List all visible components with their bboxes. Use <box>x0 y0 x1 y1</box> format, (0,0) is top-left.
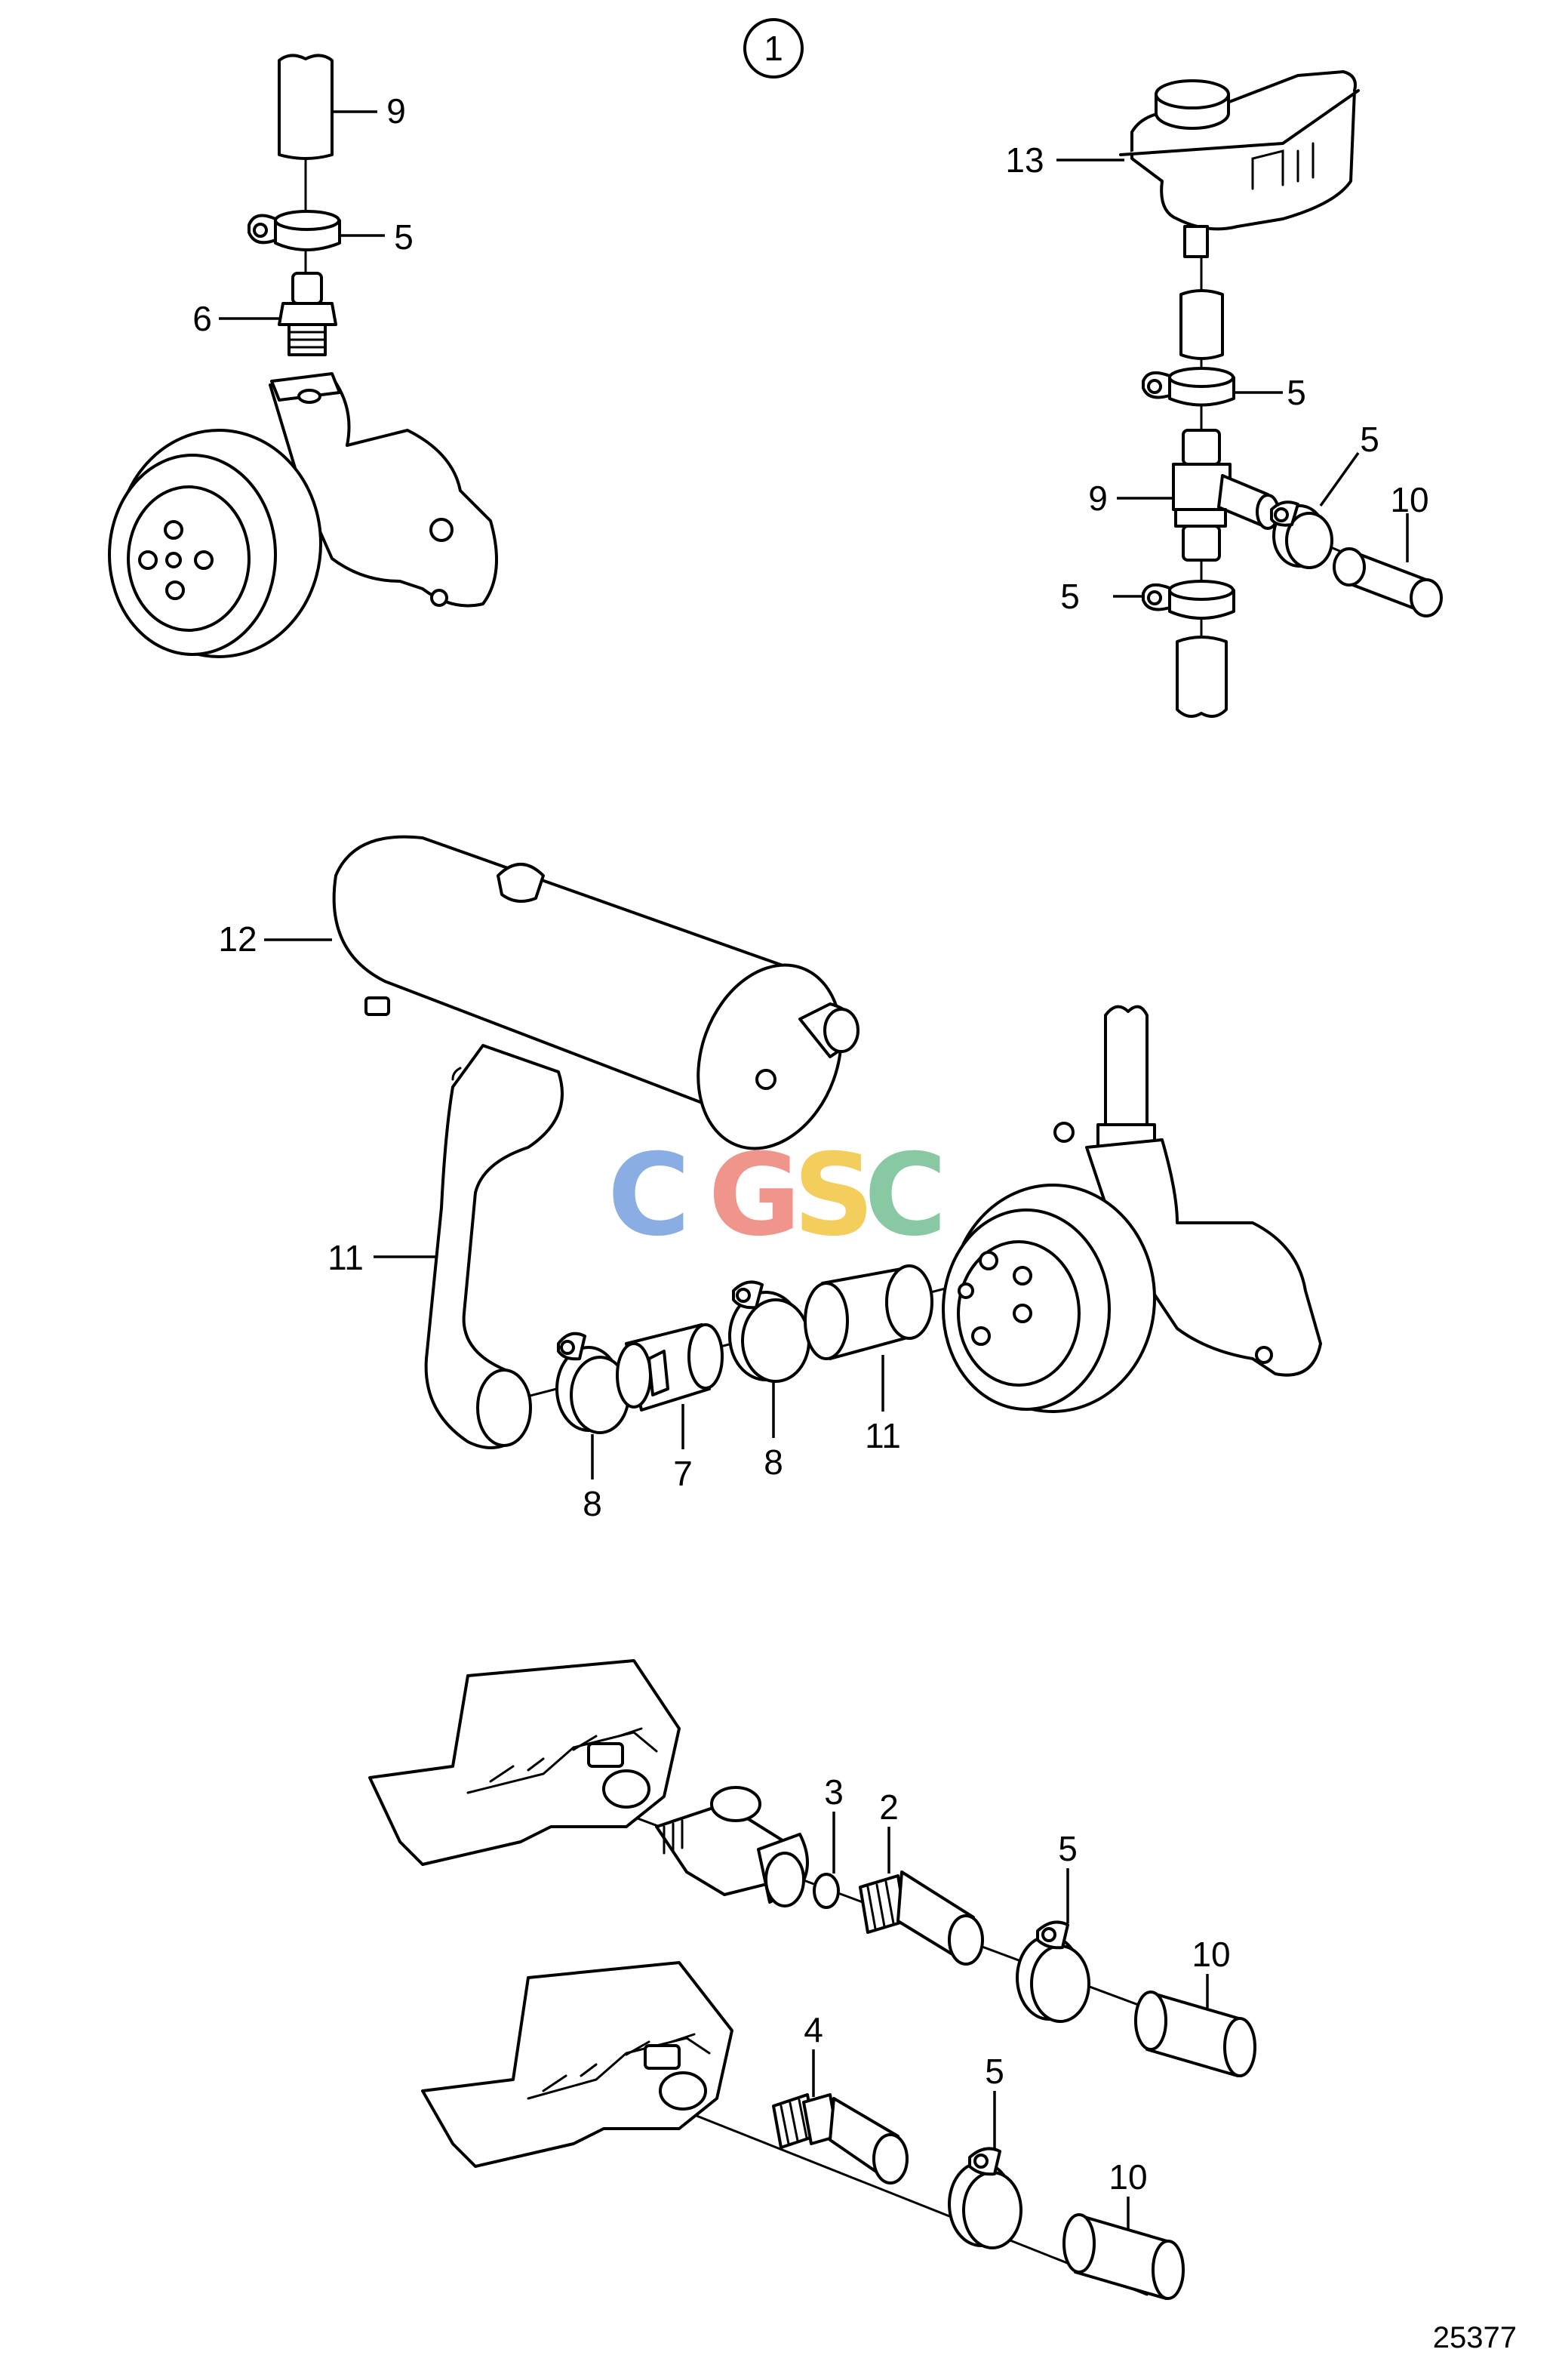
hose-10-bottom-lower <box>1062 2213 1185 2300</box>
callout-hose-10: 10 <box>1390 480 1428 519</box>
callout-short-hose-11: 11 <box>865 1416 901 1455</box>
hose-10-bottom-upper <box>1134 1991 1256 2077</box>
callout-clamp-5-upper: 5 <box>1287 373 1306 412</box>
tee-connector-9 <box>1172 429 1280 562</box>
callout-washer-3: 3 <box>824 1772 844 1812</box>
watermark-cgsc-logo: C G S C <box>607 1130 947 1261</box>
water-pump-housing-middle <box>942 1005 1322 1413</box>
engine-block-upper <box>368 1659 681 1866</box>
clamp-8-right <box>728 1280 810 1383</box>
callout-nipple-6: 6 <box>192 299 212 338</box>
short-hose-11 <box>804 1264 933 1360</box>
callout-hose-9: 9 <box>386 91 406 131</box>
group-top-left: 9 5 6 <box>108 54 498 658</box>
callout-clamp-5-side: 5 <box>1360 420 1379 459</box>
tee-fitting-bottom <box>655 1786 809 1907</box>
watermark-letter: S <box>793 1130 875 1261</box>
group-bottom-upper: 3 2 5 10 <box>368 1659 1256 2077</box>
clamp-5-lower-right <box>1142 580 1235 620</box>
figure-number-badge: 1 <box>743 18 804 79</box>
callout-clamp-5: 5 <box>985 2052 1004 2091</box>
callout-hose-10: 10 <box>1109 2157 1147 2197</box>
group-middle: 12 11 8 7 8 11 <box>218 835 1322 1523</box>
clamp-5-bottom-upper <box>1016 1920 1090 2023</box>
figure-number: 1 <box>764 29 783 68</box>
connector-tube-7 <box>616 1323 724 1412</box>
water-pump-housing-top <box>108 372 498 658</box>
expansion-tank-13 <box>1119 70 1360 258</box>
callout-clamp-5: 5 <box>1058 1829 1078 1868</box>
callout-bent-hose-11: 11 <box>327 1238 364 1277</box>
callout-connector-7: 7 <box>673 1454 693 1493</box>
group-bottom-lower: 4 5 10 <box>421 1961 1185 2300</box>
callout-tee-9: 9 <box>1088 479 1108 518</box>
bent-hose-11 <box>424 1044 564 1449</box>
clamp-5-upper-right <box>1142 367 1235 407</box>
callout-tank-13: 13 <box>1005 140 1044 180</box>
clamp-5-top-left <box>248 210 341 251</box>
callout-clamp-5: 5 <box>394 217 414 257</box>
callout-hose-10: 10 <box>1192 1935 1230 1974</box>
callout-clamp-8-left: 8 <box>583 1484 602 1523</box>
watermark-letter: G <box>708 1130 801 1261</box>
engine-block-lower <box>421 1961 733 2168</box>
heater-cylinder-12 <box>332 835 859 1150</box>
washer-3 <box>813 1873 840 1909</box>
callout-clamp-5-lower: 5 <box>1060 577 1080 616</box>
clamp-5-bottom-lower <box>948 2147 1022 2249</box>
hose-9 <box>278 54 334 160</box>
nipple-4 <box>772 2093 909 2184</box>
callout-heater-12: 12 <box>218 919 257 959</box>
nipple-2 <box>859 1870 984 1966</box>
callout-nipple-2: 2 <box>879 1787 899 1827</box>
callout-nipple-4: 4 <box>804 2010 823 2049</box>
nipple-6 <box>278 272 337 356</box>
drawing-reference-number: 25377 <box>1433 2321 1517 2354</box>
clamp-8-left <box>555 1332 630 1434</box>
watermark-letter: C <box>864 1130 947 1261</box>
group-top-right: 13 5 5 9 10 5 <box>1005 70 1443 718</box>
hose-10-top-right <box>1333 547 1443 617</box>
callout-clamp-8-right: 8 <box>764 1442 783 1482</box>
watermark-letter: C <box>607 1130 690 1261</box>
clamp-5-side-right <box>1270 500 1333 569</box>
